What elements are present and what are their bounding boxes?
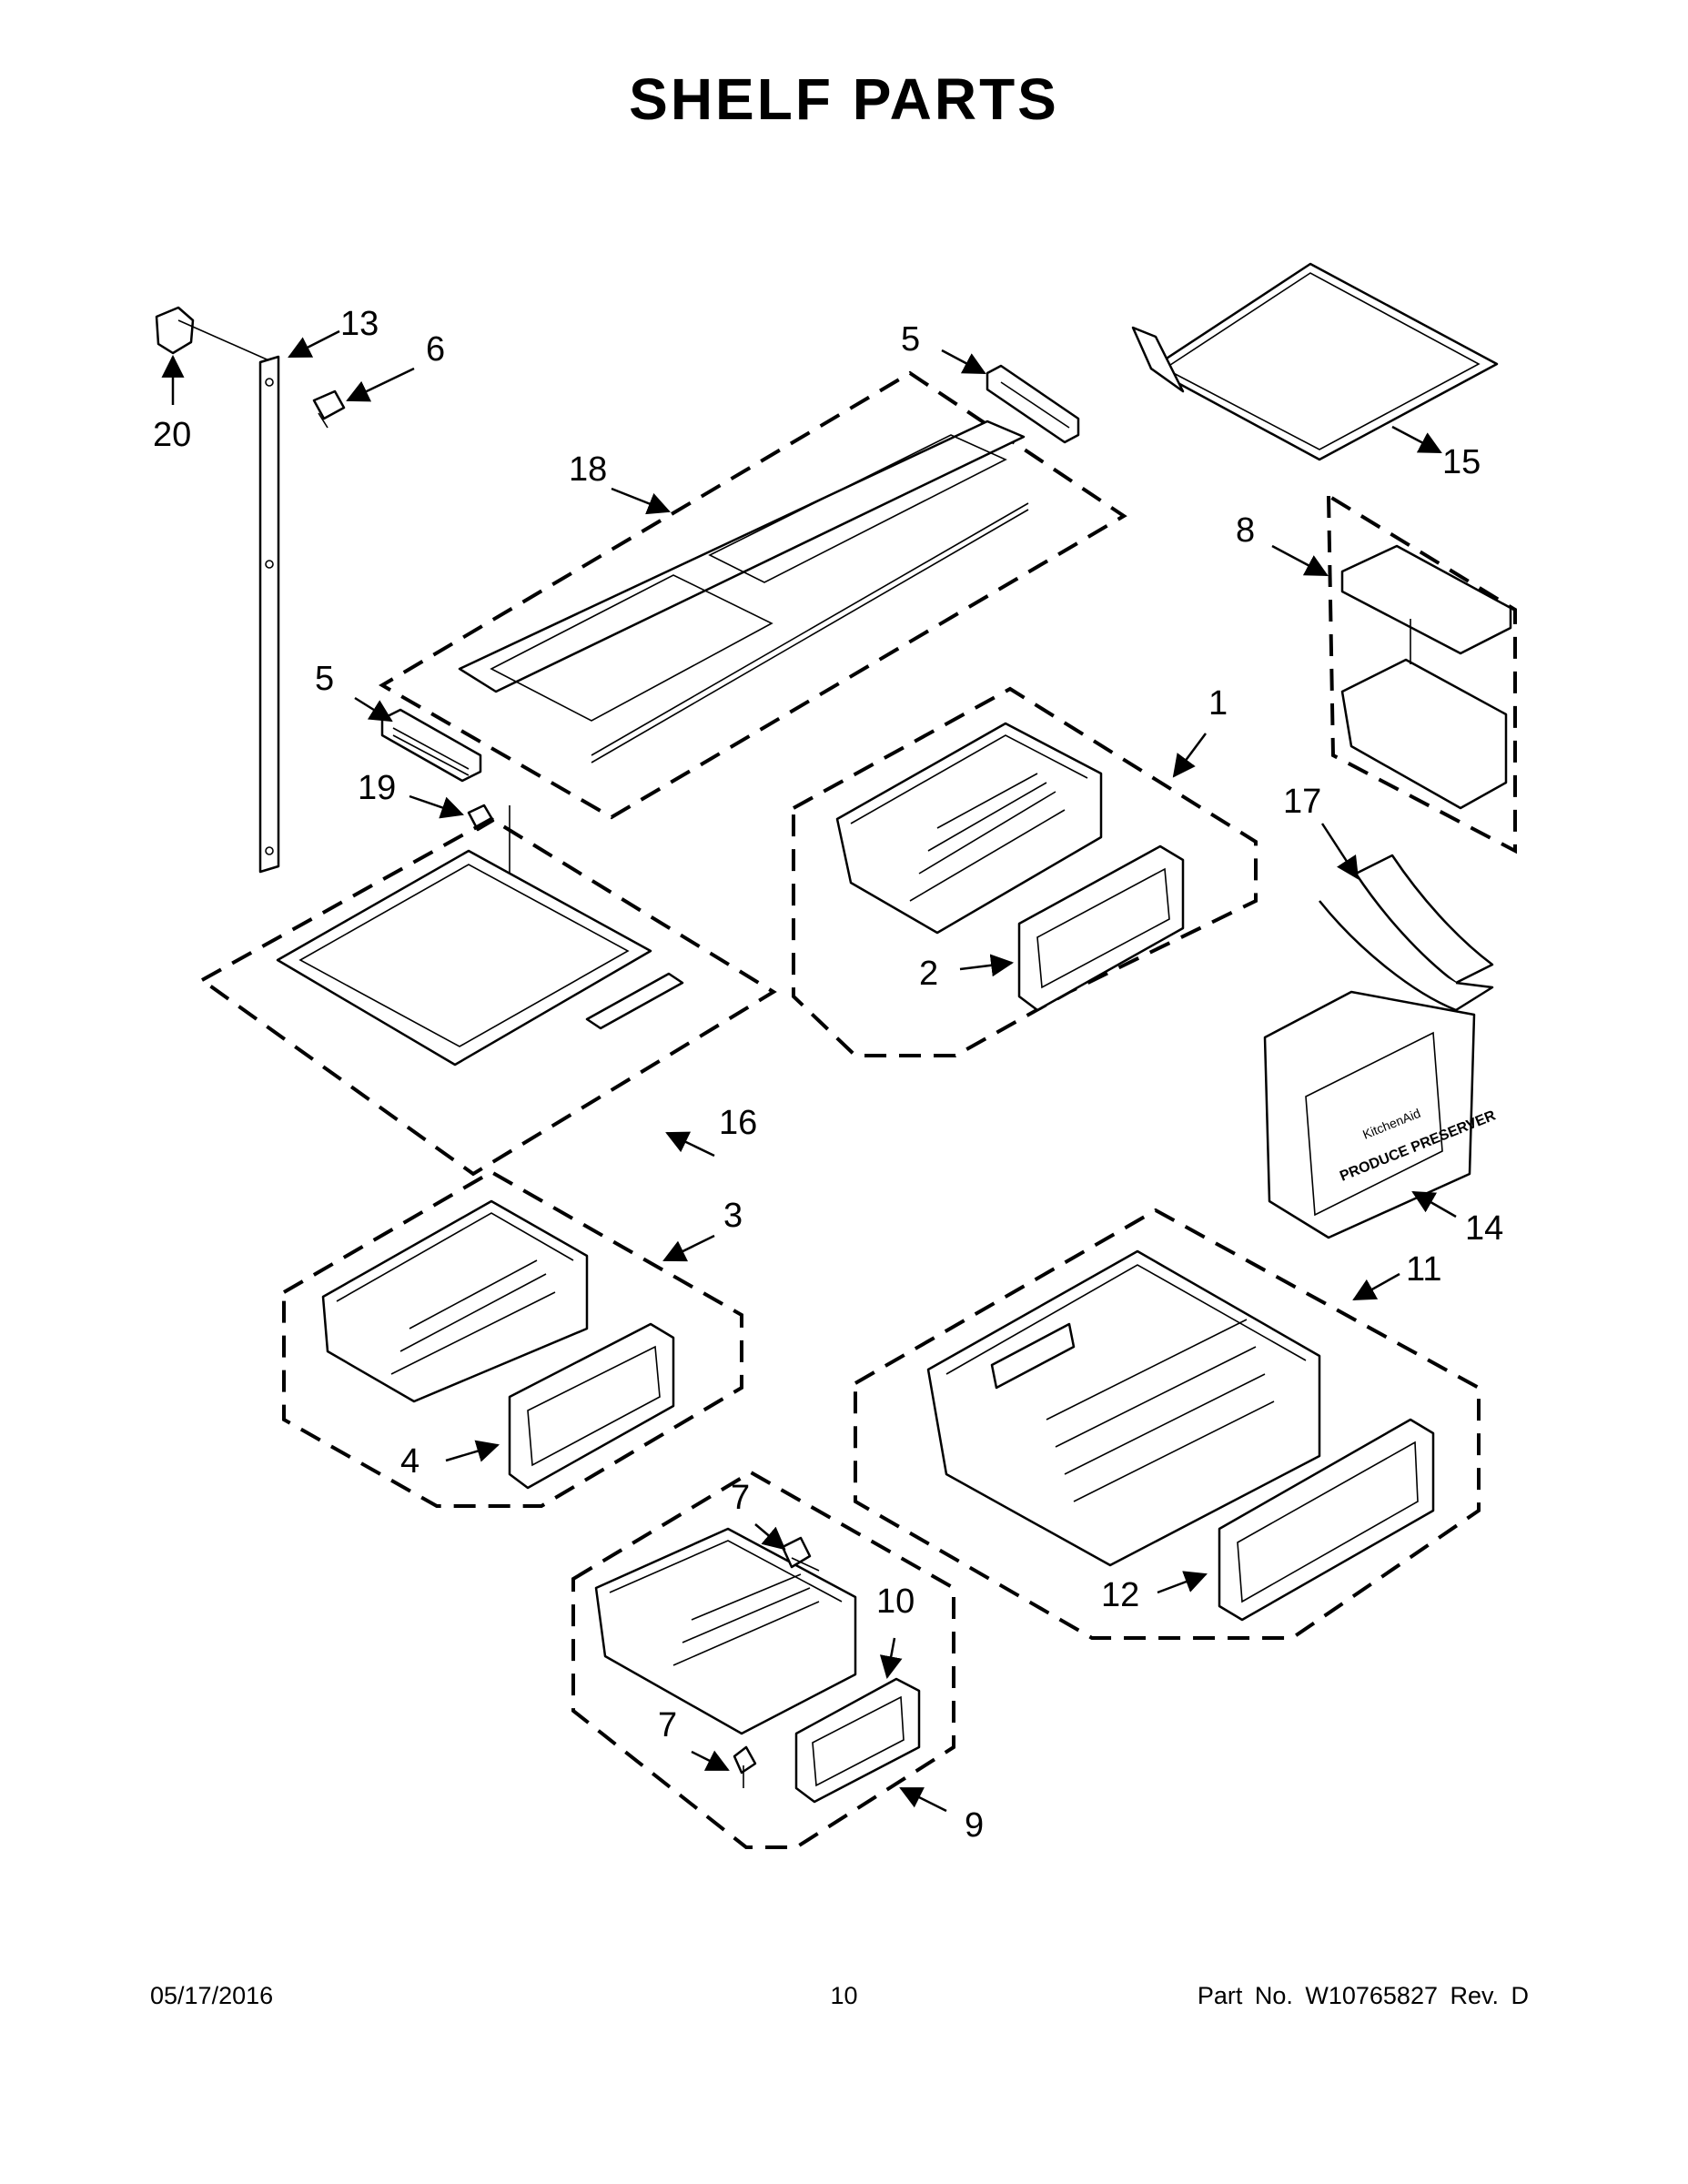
callout-2: 2 bbox=[919, 955, 938, 993]
part-16-glass-shelf bbox=[276, 849, 684, 1067]
part-17-humidity-cover bbox=[1319, 854, 1494, 1012]
leader-lines bbox=[161, 329, 1457, 1813]
callout-3: 3 bbox=[723, 1197, 743, 1235]
part-2-drawer-front bbox=[1017, 844, 1185, 1012]
group-outline-18 bbox=[379, 370, 1127, 820]
callout-1: 1 bbox=[1208, 684, 1228, 723]
callout-19: 19 bbox=[358, 769, 396, 807]
callout-12: 12 bbox=[1101, 1576, 1139, 1614]
part-4-drawer-front bbox=[508, 1322, 675, 1490]
group-outline-9 bbox=[571, 1470, 955, 1849]
callout-11: 11 bbox=[1406, 1250, 1441, 1289]
callout-14: 14 bbox=[1465, 1209, 1503, 1248]
part-1-deli-drawer bbox=[835, 722, 1103, 935]
footer-date: 05/17/2016 bbox=[150, 1982, 274, 2009]
part-6-screw bbox=[312, 389, 346, 429]
part-3-crisper-drawer bbox=[321, 1199, 589, 1403]
part-9-small-drawer bbox=[594, 1527, 857, 1735]
callout-9: 9 bbox=[965, 1806, 984, 1845]
callout-10: 10 bbox=[876, 1582, 915, 1621]
part-7-screw-lower bbox=[733, 1745, 757, 1788]
callout-15: 15 bbox=[1442, 443, 1481, 481]
callout-7-upper: 7 bbox=[731, 1479, 750, 1517]
part-5-shelf-support-left bbox=[380, 708, 482, 783]
part-5-shelf-support-top bbox=[986, 364, 1080, 444]
part-19-screw bbox=[467, 804, 510, 874]
part-20-rail-end-cap bbox=[155, 306, 274, 363]
callout-7-lower: 7 bbox=[658, 1706, 677, 1744]
part-7-screw-upper bbox=[781, 1536, 820, 1572]
callout-17: 17 bbox=[1283, 783, 1321, 821]
footer-part-number: Part No. W10765827 Rev. D bbox=[1197, 1982, 1529, 2009]
part-15-crisper-shelf bbox=[1131, 262, 1499, 461]
part-10-drawer-front bbox=[794, 1677, 921, 1804]
callout-13: 13 bbox=[340, 305, 379, 343]
part-11-large-drawer bbox=[926, 1249, 1321, 1567]
callout-18: 18 bbox=[569, 450, 607, 489]
part-8-bin bbox=[1340, 619, 1508, 810]
group-outline-11 bbox=[854, 1208, 1481, 1640]
part-14-produce-preserver: KitchenAid PRODUCE PRESERVER bbox=[1263, 990, 1498, 1239]
callout-4: 4 bbox=[400, 1442, 419, 1481]
callout-5-top: 5 bbox=[901, 320, 920, 359]
footer-page-number: 10 bbox=[830, 1982, 858, 2009]
callout-16: 16 bbox=[719, 1104, 757, 1142]
callout-20: 20 bbox=[153, 416, 191, 454]
part-8-bin-lid bbox=[1340, 544, 1512, 655]
page-title: SHELF PARTS bbox=[629, 66, 1059, 132]
callout-8: 8 bbox=[1236, 511, 1255, 550]
callout-5-left: 5 bbox=[315, 660, 334, 698]
part-12-drawer-front bbox=[1218, 1418, 1435, 1622]
part-13-shelf-rail bbox=[258, 355, 280, 874]
group-outline-8 bbox=[1326, 492, 1517, 854]
group-outline-3 bbox=[282, 1169, 743, 1508]
callout-labels: 13 6 20 5 18 15 8 5 19 1 17 2 16 3 14 11… bbox=[153, 305, 1503, 1845]
callout-6: 6 bbox=[426, 330, 445, 369]
part-18-glass-shelf bbox=[458, 420, 1029, 763]
group-outline-16 bbox=[198, 816, 777, 1177]
